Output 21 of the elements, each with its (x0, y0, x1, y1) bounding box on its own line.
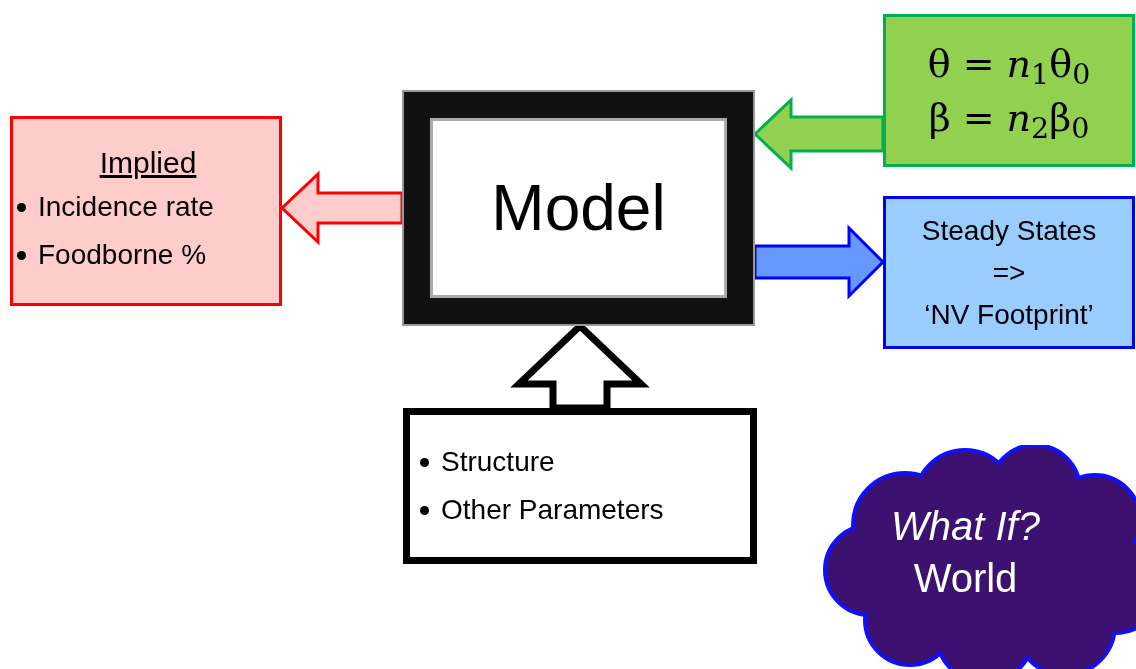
result-text: => (992, 255, 1026, 290)
list-item: Structure (441, 445, 555, 479)
block-arrow (752, 96, 885, 172)
list-item: Incidence rate (38, 190, 214, 224)
list-item: Other Parameters (441, 493, 664, 527)
model-label: Model (491, 176, 666, 240)
cloud-text: What If? (891, 503, 1040, 550)
formula: β = n$_{2}$β$_{0}$ (928, 94, 1090, 145)
model-box (402, 90, 755, 326)
formula-box (883, 14, 1135, 167)
result-text: Steady States (921, 213, 1097, 248)
heading: Implied (99, 146, 197, 179)
block-arrow (279, 170, 404, 246)
block-arrow (753, 224, 886, 300)
list-item: Foodborne % (38, 238, 207, 272)
result-box (883, 196, 1135, 349)
cloud-text: World (913, 555, 1018, 602)
output-box (10, 116, 282, 306)
input-box (403, 408, 757, 564)
result-text: ‘NV Footprint’ (924, 297, 1094, 332)
formula: θ = n$_{1}$θ$_{0}$ (927, 40, 1091, 91)
